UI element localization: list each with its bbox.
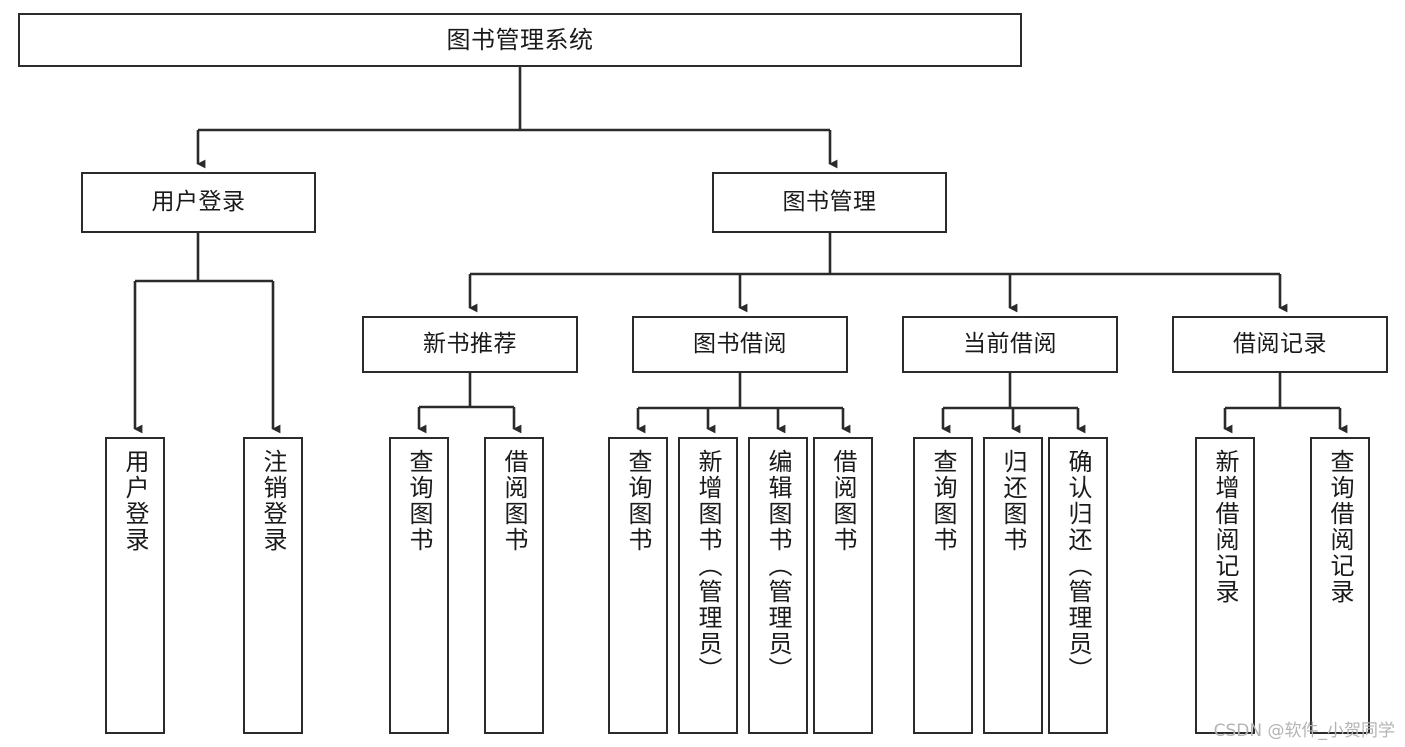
node-book-management[interactable]: 图书管理 xyxy=(712,172,947,233)
node-user-login[interactable]: 用户登录 xyxy=(81,172,316,233)
node-borrow-record[interactable]: 借阅记录 xyxy=(1172,316,1388,373)
node-current-borrow-label: 当前借阅 xyxy=(963,330,1057,357)
leaf-current-borrow-2[interactable]: 确认归还（管理员） xyxy=(1048,437,1108,734)
leaf-user-login-1-label: 注销登录 xyxy=(259,449,287,553)
leaf-book-borrow-1-label: 新增图书（管理员） xyxy=(694,449,722,683)
watermark: CSDN @软件_小贺同学 xyxy=(1213,721,1395,741)
leaf-user-login-0-label: 用户登录 xyxy=(121,449,149,553)
node-book-management-label: 图书管理 xyxy=(782,188,877,215)
node-current-borrow[interactable]: 当前借阅 xyxy=(902,316,1118,373)
leaf-book-borrow-1[interactable]: 新增图书（管理员） xyxy=(678,437,738,734)
leaf-borrow-record-0[interactable]: 新增借阅记录 xyxy=(1195,437,1255,734)
leaf-current-borrow-1-label: 归还图书 xyxy=(999,449,1027,553)
node-root[interactable]: 图书管理系统 xyxy=(18,13,1022,67)
leaf-book-borrow-3-label: 借阅图书 xyxy=(829,449,857,553)
node-book-borrow-label: 图书借阅 xyxy=(693,330,787,357)
leaf-new-book-0-label: 查询图书 xyxy=(405,449,433,553)
leaf-borrow-record-0-label: 新增借阅记录 xyxy=(1211,449,1239,605)
leaf-current-borrow-2-label: 确认归还（管理员） xyxy=(1064,449,1092,683)
leaf-book-borrow-0[interactable]: 查询图书 xyxy=(608,437,668,734)
leaf-new-book-1[interactable]: 借阅图书 xyxy=(484,437,544,734)
leaf-user-login-0[interactable]: 用户登录 xyxy=(105,437,165,734)
leaf-book-borrow-3[interactable]: 借阅图书 xyxy=(813,437,873,734)
node-user-login-label: 用户登录 xyxy=(151,188,246,215)
node-root-label: 图书管理系统 xyxy=(446,25,594,54)
leaf-book-borrow-0-label: 查询图书 xyxy=(624,449,652,553)
node-book-borrow[interactable]: 图书借阅 xyxy=(632,316,848,373)
leaf-borrow-record-1-label: 查询借阅记录 xyxy=(1326,449,1354,605)
leaf-book-borrow-2-label: 编辑图书（管理员） xyxy=(764,449,792,683)
node-borrow-record-label: 借阅记录 xyxy=(1233,330,1327,357)
leaf-current-borrow-1[interactable]: 归还图书 xyxy=(983,437,1043,734)
leaf-new-book-1-label: 借阅图书 xyxy=(500,449,528,553)
leaf-user-login-1[interactable]: 注销登录 xyxy=(243,437,303,734)
leaf-current-borrow-0[interactable]: 查询图书 xyxy=(913,437,973,734)
node-new-book-recommend-label: 新书推荐 xyxy=(423,330,517,357)
leaf-new-book-0[interactable]: 查询图书 xyxy=(389,437,449,734)
leaf-current-borrow-0-label: 查询图书 xyxy=(929,449,957,553)
leaf-borrow-record-1[interactable]: 查询借阅记录 xyxy=(1310,437,1370,734)
node-new-book-recommend[interactable]: 新书推荐 xyxy=(362,316,578,373)
leaf-book-borrow-2[interactable]: 编辑图书（管理员） xyxy=(748,437,808,734)
